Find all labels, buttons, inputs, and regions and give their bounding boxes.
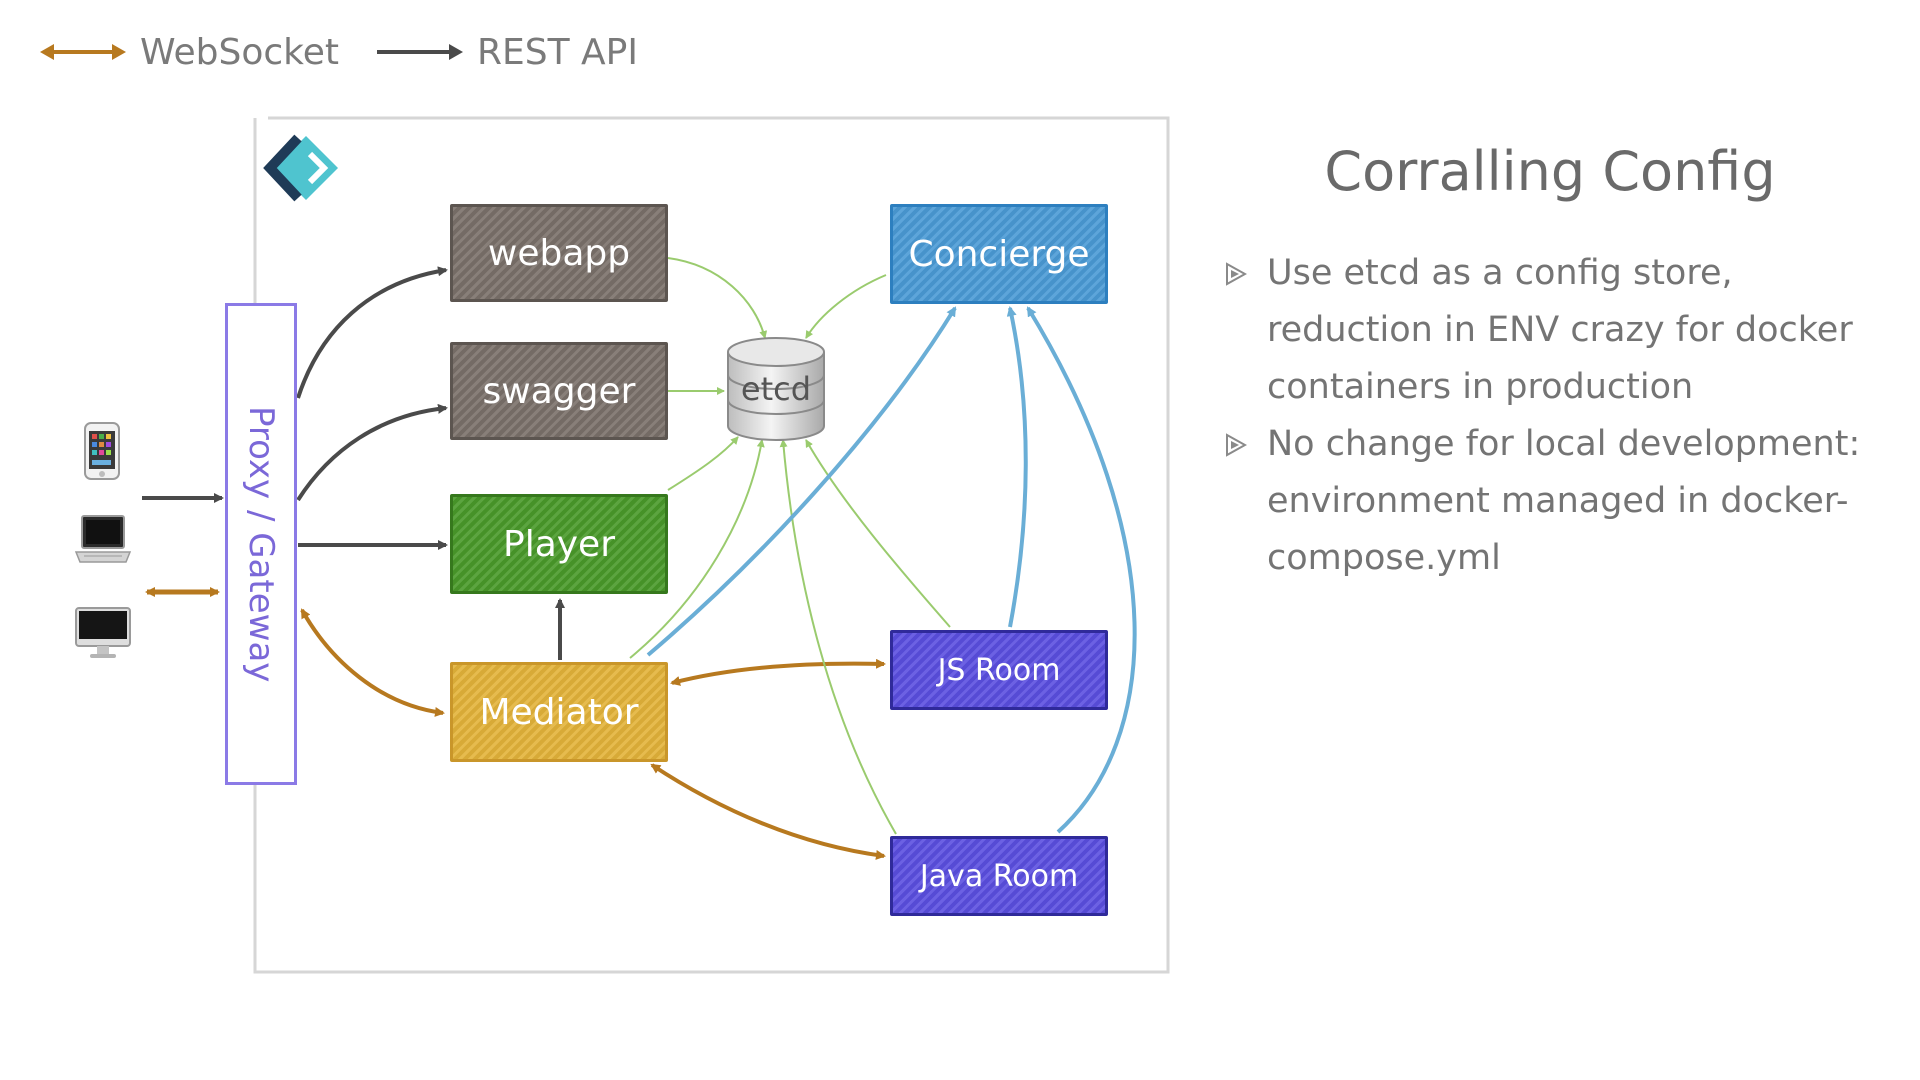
node-player-label: Player [502, 523, 616, 565]
link-concierge-etcd [805, 274, 887, 339]
bullet-text: Use etcd as a config store, reduction in… [1267, 253, 1853, 407]
node-concierge: Concierge [890, 204, 1108, 304]
game-on-logo [263, 134, 338, 202]
link-javaroom-etcd [779, 439, 897, 835]
rest-gateway-webapp [296, 266, 448, 399]
bullet-item: No change for local development: environ… [1225, 416, 1885, 587]
link-mediator-etcd [629, 439, 765, 659]
proxy-gateway: Proxy / Gateway [225, 303, 297, 785]
node-js-room-label: JS Room [937, 652, 1061, 688]
node-player: Player [450, 494, 668, 594]
etcd-label: etcd [741, 370, 811, 408]
legend-websocket: WebSocket [40, 32, 339, 73]
bullet-text: No change for local development: environ… [1267, 424, 1861, 578]
bidirectional-arrow-icon [40, 44, 126, 60]
link-jsroom-etcd [805, 439, 951, 628]
node-swagger-label: swagger [482, 370, 636, 412]
desktop-icon [75, 607, 131, 658]
bullet-list: Use etcd as a config store, reduction in… [1225, 245, 1885, 587]
node-mediator: Mediator [450, 662, 668, 762]
legend-rest: REST API [376, 31, 638, 73]
node-js-room: JS Room [890, 630, 1108, 710]
triangle-bullet-icon [1226, 433, 1247, 457]
ws-mediator-javaroom [650, 763, 886, 860]
link-javaroom-concierge [1026, 306, 1137, 834]
node-webapp: webapp [450, 204, 668, 302]
node-swagger: swagger [450, 342, 668, 440]
ws-gateway-mediator [300, 608, 445, 717]
bullet-item: Use etcd as a config store, reduction in… [1225, 245, 1885, 416]
node-mediator-label: Mediator [479, 691, 639, 733]
arrow-right-icon [376, 44, 463, 60]
proxy-gateway-label: Proxy / Gateway [241, 405, 281, 683]
legend: WebSocket REST API [40, 30, 676, 74]
link-webapp-etcd [667, 257, 768, 339]
ws-mediator-jsroom [670, 658, 886, 686]
triangle-bullet-icon [1226, 262, 1247, 286]
etcd-database: etcd [727, 337, 825, 441]
rest-gateway-swagger [296, 403, 448, 502]
link-jsroom-concierge [1006, 306, 1028, 628]
legend-websocket-label: WebSocket [140, 31, 339, 73]
node-java-room: Java Room [890, 836, 1108, 916]
node-concierge-label: Concierge [908, 233, 1090, 275]
link-player-etcd [667, 436, 739, 491]
slide-title: Corralling Config [1324, 140, 1776, 203]
legend-rest-label: REST API [476, 31, 638, 73]
laptop-icon [74, 515, 132, 563]
node-java-room-label: Java Room [919, 858, 1079, 894]
phone-icon [84, 422, 120, 480]
link-mediator-concierge [646, 306, 957, 657]
node-webapp-label: webapp [487, 232, 631, 274]
